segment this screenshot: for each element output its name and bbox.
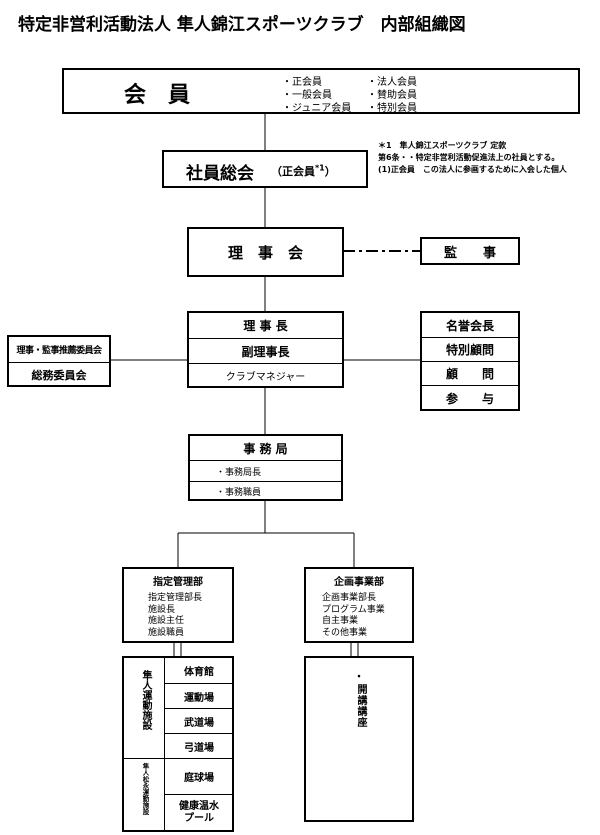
member-type-special: ・特別会員	[367, 103, 417, 114]
advisor-special-advisor: 特別顧問	[422, 337, 518, 361]
facility-group-matsunaga-label: 隼人松永運動施設	[141, 763, 149, 815]
executive-chairman: 理 事 長	[243, 319, 288, 333]
program-independent-projects: 自主事業	[322, 616, 359, 626]
secretariat-box: 事 務 局 ・事務局長 ・事務職員	[188, 434, 343, 501]
articles-note-2: 第6条・・特定非営利活動促進法上の社員とする。	[378, 153, 560, 162]
member-type-corporate: ・法人会員	[367, 77, 417, 88]
facility-group-matsunaga: 隼人松永運動施設	[124, 758, 165, 831]
staff-facility-chief: 施設主任	[148, 616, 185, 626]
secretariat-staff: ・事務職員	[190, 481, 341, 500]
designated-dept-box: 指定管理部 指定管理部長 施設長 施設主任 施設職員	[122, 567, 234, 643]
advisor-advisor: 顧 問	[422, 361, 518, 385]
facility-group-hayato: 隼人運動施設	[124, 658, 165, 758]
facility-tennis-courts: 庭球場	[165, 758, 233, 794]
secretariat-director: ・事務局長	[190, 460, 341, 481]
general-assembly-label: 社員総会	[186, 164, 254, 184]
committee-general-affairs: 総務委員会	[9, 362, 109, 386]
program-program-projects: プログラム事業	[322, 604, 385, 615]
committees-box: 理事・監事推薦委員会 総務委員会	[7, 335, 111, 387]
program-other-projects: その他事業	[322, 627, 368, 638]
advisor-counselor: 参 与	[422, 385, 518, 410]
staff-facility-head: 施設長	[148, 604, 176, 615]
staff-dept-head: 指定管理部長	[148, 593, 203, 603]
lectures-bullet: ・	[354, 672, 364, 683]
articles-note-1: ＊1 隼人錦江スポーツクラブ 定款	[378, 141, 507, 150]
staff-facility-staff: 施設職員	[148, 627, 185, 638]
advisors-box: 名誉会長 特別顧問 顧 問 参 与	[420, 311, 520, 411]
facility-archery-range: 弓道場	[165, 733, 233, 758]
members-label: 会 員	[124, 83, 191, 108]
general-assembly-box: 社員総会 （正会員*1）	[162, 150, 368, 188]
board-label: 理 事 会	[227, 243, 303, 262]
facility-budo-hall: 武道場	[165, 708, 233, 733]
staff-planning-head: 企画事業部長	[322, 593, 377, 603]
facility-group-hayato-label: 隼人運動施設	[140, 670, 151, 730]
member-type-general: ・一般会員	[282, 90, 332, 101]
members-box: 会 員 ・正会員 ・法人会員 ・一般会員 ・賛助会員 ・ジュニア会員 ・特別会員	[62, 68, 580, 114]
executives-box: 理 事 長 副理事長 クラブマネジャー	[187, 311, 344, 388]
secretariat-label: 事 務 局	[243, 441, 288, 456]
designated-dept-label: 指定管理部	[153, 577, 203, 588]
lectures-label: 開講講座	[355, 684, 366, 728]
lectures-box: ・ 開講講座	[304, 656, 414, 822]
designated-dept-staff: 指定管理部長 施設長 施設主任 施設職員	[148, 593, 202, 639]
board-box: 理 事 会	[187, 227, 344, 277]
facilities-table: 隼人運動施設 隼人松永運動施設 体育館 運動場 武道場 弓道場 庭球場 健康温水…	[122, 656, 234, 832]
facility-gymnasium: 体育館	[184, 667, 214, 678]
facility-athletic-field: 運動場	[165, 683, 233, 708]
general-assembly-sub: （正会員*1）	[271, 163, 336, 178]
facility-heated-pool: 健康温水プール	[165, 794, 233, 831]
planning-dept-staff: 企画事業部長 プログラム事業 自主事業 その他事業	[322, 593, 385, 639]
executive-club-manager: クラブマネジャー	[189, 363, 342, 387]
articles-note-3: (1)正会員 この法人に参画するために入会した個人	[378, 165, 567, 174]
auditor-box: 監 事	[420, 237, 520, 265]
executive-vice-chairman: 副理事長	[189, 338, 342, 363]
advisor-honorary-chairman: 名誉会長	[445, 318, 494, 333]
member-type-regular: ・正会員	[282, 77, 322, 88]
auditor-label: 監 事	[443, 245, 496, 261]
member-type-supporting: ・賛助会員	[367, 90, 417, 101]
planning-dept-label: 企画事業部	[334, 577, 384, 588]
page-title: 特定非営利活動法人 隼人錦江スポーツクラブ 内部組織図	[18, 15, 466, 35]
member-type-junior: ・ジュニア会員	[282, 103, 352, 114]
planning-dept-box: 企画事業部 企画事業部長 プログラム事業 自主事業 その他事業	[304, 567, 414, 643]
committee-nomination: 理事・監事推薦委員会	[16, 346, 102, 356]
